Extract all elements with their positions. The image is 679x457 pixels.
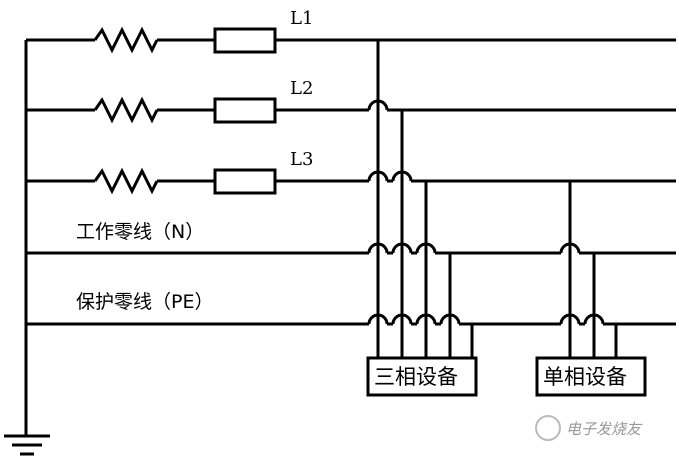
single-phase-equipment-label: 单相设备 bbox=[543, 365, 627, 389]
line-protective-earth bbox=[26, 313, 676, 326]
single-phase-drops bbox=[568, 181, 618, 358]
line-l1 bbox=[26, 26, 676, 54]
fuse-icon bbox=[213, 97, 277, 124]
single-phase-equipment-box bbox=[535, 356, 647, 397]
three-phase-drops bbox=[376, 40, 474, 358]
three-phase-equipment-box bbox=[366, 356, 478, 397]
ground-symbol-icon bbox=[4, 434, 50, 456]
watermark-logo: 电子发烧友 bbox=[535, 415, 643, 441]
label-protective-earth: 保护零线（PE） bbox=[76, 291, 213, 313]
fuse-icon bbox=[213, 168, 277, 195]
fuse-icon bbox=[213, 27, 277, 54]
resistor-icon bbox=[93, 96, 159, 124]
label-l1: L1 bbox=[290, 8, 313, 29]
line-l3 bbox=[26, 167, 676, 195]
watermark-text: 电子发烧友 bbox=[566, 420, 643, 438]
resistor-icon bbox=[93, 26, 159, 54]
line-l2 bbox=[26, 96, 676, 124]
label-neutral: 工作零线（N） bbox=[76, 221, 204, 243]
label-l2: L2 bbox=[290, 78, 313, 99]
three-phase-equipment-label: 三相设备 bbox=[374, 365, 458, 389]
line-neutral bbox=[26, 242, 676, 255]
label-l3: L3 bbox=[290, 149, 313, 170]
resistor-icon bbox=[93, 167, 159, 195]
